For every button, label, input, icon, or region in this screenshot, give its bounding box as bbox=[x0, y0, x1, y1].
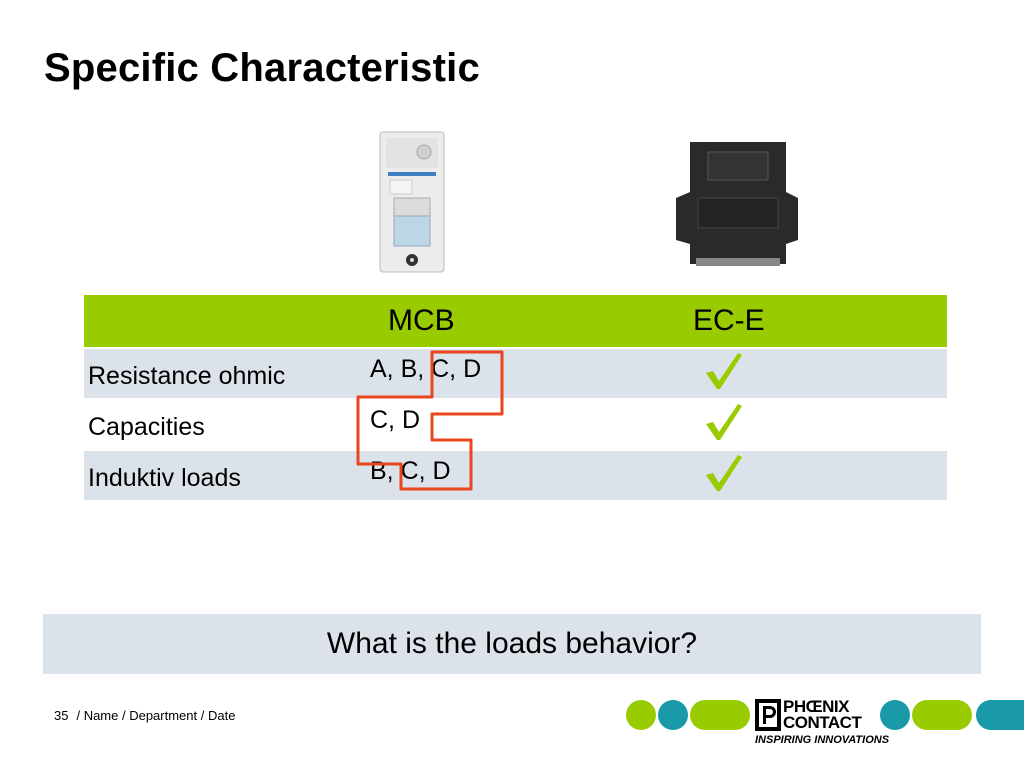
column-header-ece: EC-E bbox=[693, 304, 765, 337]
table-header-row: MCB EC-E bbox=[84, 295, 947, 347]
table-row: Induktiv loads B, C, D bbox=[84, 449, 947, 500]
check-icon bbox=[706, 404, 742, 440]
logo-line-1: PHŒNIX bbox=[783, 697, 849, 716]
comparison-table: MCB EC-E Resistance ohmic A, B, C, D Cap… bbox=[84, 295, 947, 500]
logo-line-2: CONTACT bbox=[783, 713, 862, 732]
mcb-value: A, B, C, D bbox=[370, 355, 482, 383]
ece-product-image bbox=[676, 142, 798, 266]
brand-dot bbox=[690, 700, 750, 730]
brand-dot bbox=[976, 700, 1024, 730]
brand-dot bbox=[880, 700, 910, 730]
logo-tagline: INSPIRING INNOVATIONS bbox=[755, 734, 890, 746]
column-header-mcb: MCB bbox=[388, 304, 455, 337]
brand-dot bbox=[658, 700, 688, 730]
question-banner: What is the loads behavior? bbox=[43, 614, 981, 674]
table-row: Capacities C, D bbox=[84, 398, 947, 449]
check-icon bbox=[706, 353, 742, 389]
slide-title: Specific Characteristic bbox=[44, 46, 480, 90]
footer-meta: / Name / Department / Date bbox=[76, 708, 236, 723]
mcb-value: B, C, D bbox=[370, 457, 451, 485]
check-icon bbox=[706, 455, 742, 491]
row-label: Resistance ohmic bbox=[88, 362, 286, 390]
logo-wordmark: PHŒNIX CONTACT bbox=[783, 697, 862, 732]
row-label: Capacities bbox=[88, 413, 205, 441]
logo-mark-icon bbox=[755, 699, 781, 731]
row-label: Induktiv loads bbox=[88, 464, 241, 492]
mcb-value: C, D bbox=[370, 406, 420, 434]
footer: 35 / Name / Department / Date bbox=[54, 708, 235, 723]
highlight-outline bbox=[356, 350, 504, 491]
question-text: What is the loads behavior? bbox=[326, 627, 698, 660]
brand-dot bbox=[912, 700, 972, 730]
mcb-product-image bbox=[379, 131, 445, 273]
table-row: Resistance ohmic A, B, C, D bbox=[84, 347, 947, 398]
page-number: 35 bbox=[54, 708, 69, 723]
brand-dot bbox=[626, 700, 656, 730]
